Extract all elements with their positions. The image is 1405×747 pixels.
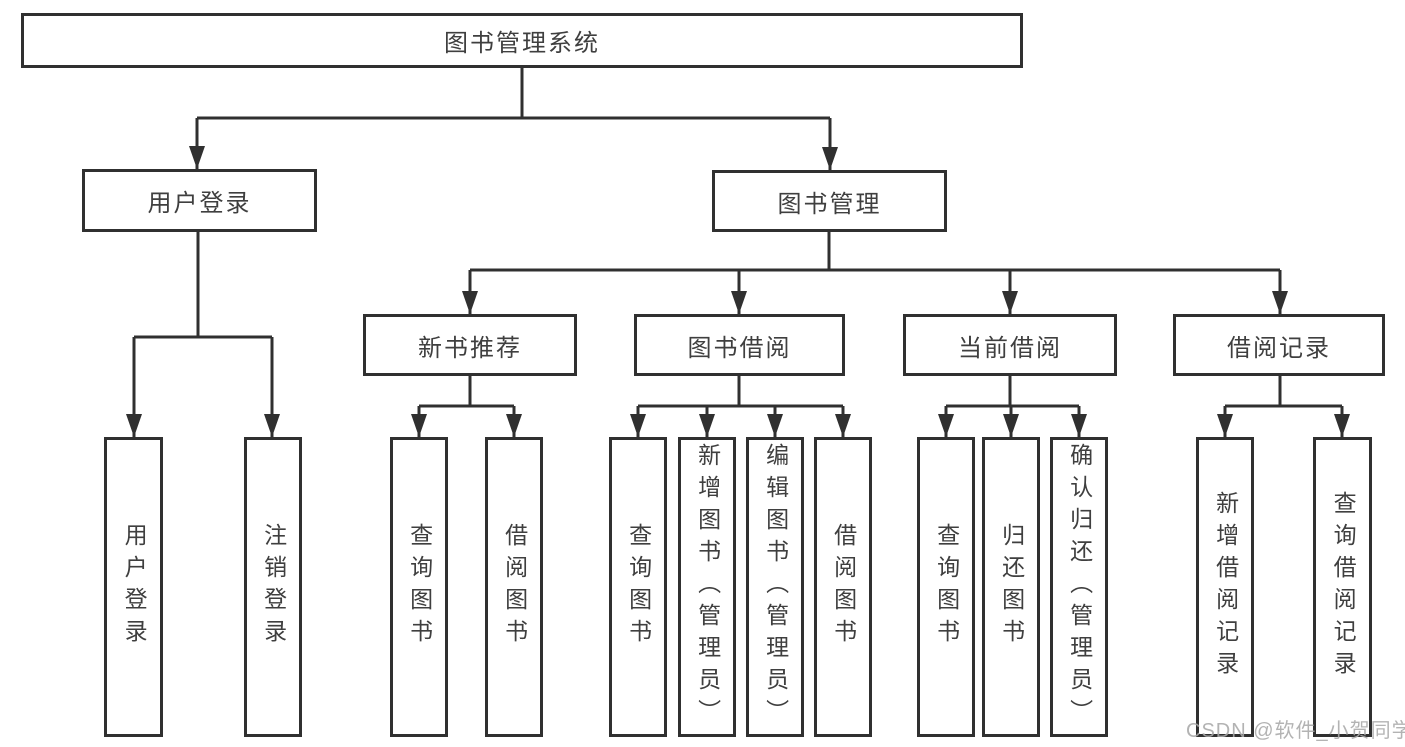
leaf-borrow-books-1: 借阅图书 [485,437,543,737]
leaf-label: 归还图书 [998,523,1025,651]
node-root-label: 图书管理系统 [444,30,600,57]
node-new-book-recommend: 新书推荐 [363,314,577,376]
leaf-label: 注销登录 [260,523,287,651]
leaf-label: 借阅图书 [830,523,857,651]
leaf-label: 新增借阅记录 [1212,491,1239,683]
node-new-book-recommend-label: 新书推荐 [418,334,522,362]
leaf-label: 查询图书 [933,523,960,651]
node-user-login-label: 用户登录 [147,190,252,217]
leaf-query-books-2: 查询图书 [609,437,667,737]
leaf-label: 编辑图书（管理员） [762,443,789,731]
leaf-confirm-return-admin: 确认归还（管理员） [1050,437,1108,737]
node-book-management-label: 图书管理 [777,190,882,218]
leaf-add-borrow-record: 新增借阅记录 [1196,437,1254,737]
node-root: 图书管理系统 [21,13,1023,68]
leaf-label: 查询图书 [406,523,433,651]
leaf-query-borrow-record: 查询借阅记录 [1313,437,1372,737]
node-borrow-records-label: 借阅记录 [1227,334,1331,362]
leaf-logout: 注销登录 [244,437,302,737]
leaf-label: 查询借阅记录 [1330,491,1357,683]
leaf-user-login: 用户登录 [104,437,163,737]
node-current-borrow-label: 当前借阅 [958,334,1062,362]
leaf-borrow-books-2: 借阅图书 [814,437,872,737]
leaf-label: 新增图书（管理员） [694,443,721,731]
leaf-query-books-3: 查询图书 [917,437,975,737]
node-current-borrow: 当前借阅 [903,314,1117,376]
csdn-watermark: CSDN @软件_小贺同学 [1186,720,1405,742]
leaf-label: 用户登录 [121,523,148,651]
node-book-borrow-label: 图书借阅 [687,334,792,362]
leaf-return-books: 归还图书 [982,437,1040,737]
leaf-label: 借阅图书 [501,523,528,651]
node-borrow-records: 借阅记录 [1173,314,1385,376]
node-book-management: 图书管理 [712,170,947,232]
node-user-login: 用户登录 [82,169,317,232]
leaf-edit-books-admin: 编辑图书（管理员） [746,437,804,737]
leaf-label: 查询图书 [625,523,652,651]
node-book-borrow: 图书借阅 [634,314,845,376]
leaf-label: 确认归还（管理员） [1066,443,1093,731]
leaf-query-books-1: 查询图书 [390,437,448,737]
leaf-add-books-admin: 新增图书（管理员） [678,437,736,737]
